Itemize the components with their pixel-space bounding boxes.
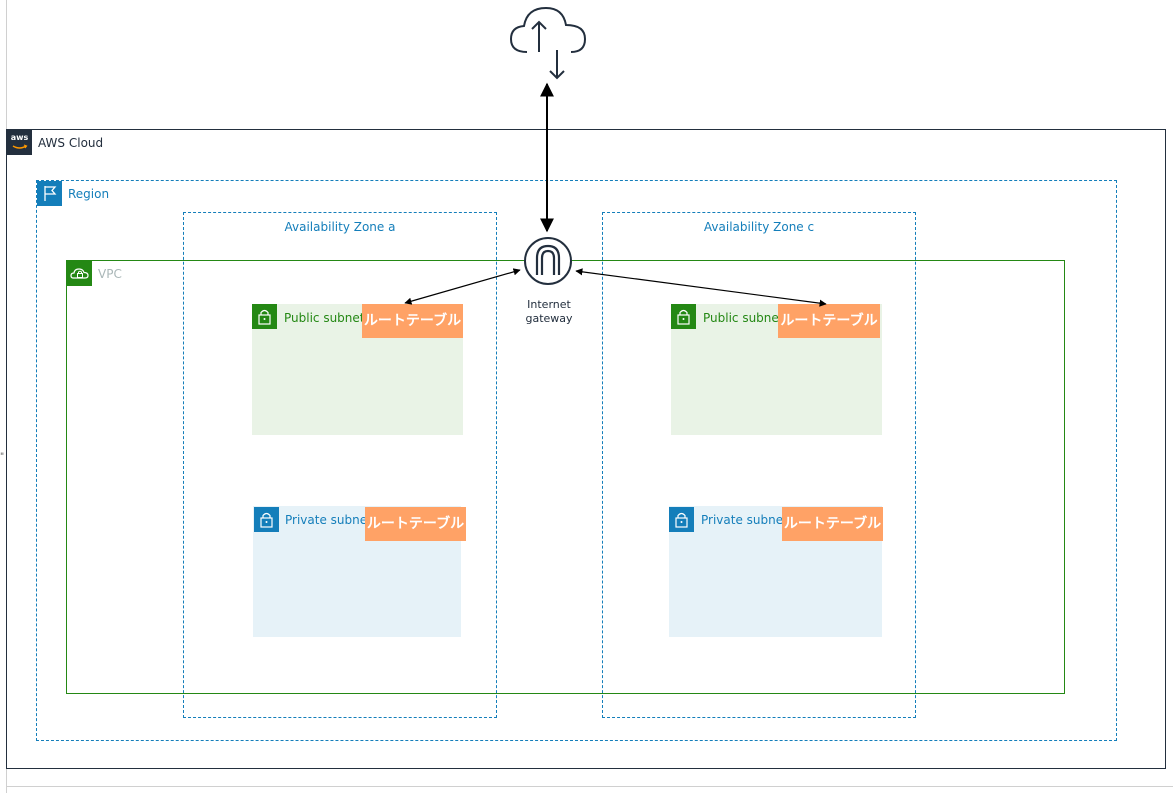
internet-gateway-icon bbox=[524, 237, 572, 285]
availability-zone-a[interactable] bbox=[183, 212, 497, 718]
aws-cloud-label: AWS Cloud bbox=[38, 136, 104, 150]
padlock-icon bbox=[254, 507, 279, 532]
edge-mark: " bbox=[0, 452, 5, 462]
region-group[interactable] bbox=[36, 180, 1117, 741]
public-subnet-a-label: Public subnet bbox=[284, 311, 365, 325]
aws-cloud-group[interactable] bbox=[6, 129, 1166, 769]
gateway-public-a-arrow bbox=[404, 268, 521, 305]
padlock-icon bbox=[671, 304, 696, 329]
private-subnet-c-label: Private subnet bbox=[701, 513, 788, 527]
aws-logo-text: aws bbox=[10, 133, 29, 142]
availability-zone-a-label: Availability Zone a bbox=[284, 220, 396, 234]
route-table-private-c[interactable]: ルートテーブル bbox=[782, 507, 883, 541]
region-label: Region bbox=[68, 187, 110, 201]
padlock-glyph bbox=[677, 309, 690, 325]
gateway-public-c-arrow bbox=[575, 268, 827, 307]
availability-zone-c[interactable] bbox=[602, 212, 916, 718]
padlock-glyph bbox=[675, 512, 688, 528]
cloud-upload-download-icon bbox=[509, 6, 587, 80]
route-table-public-a[interactable]: ルートテーブル bbox=[362, 304, 463, 338]
padlock-icon bbox=[252, 304, 277, 329]
vpc-cloud-lock-icon bbox=[67, 261, 92, 286]
flag-glyph bbox=[44, 186, 57, 201]
flag-icon bbox=[37, 181, 62, 206]
private-subnet-a-label: Private subnet bbox=[285, 513, 372, 527]
vpc-label: VPC bbox=[98, 267, 122, 281]
vpc-glyph bbox=[70, 268, 89, 279]
route-table-public-c[interactable]: ルートテーブル bbox=[778, 304, 880, 338]
bottom-edge-rule bbox=[6, 786, 1173, 787]
padlock-glyph bbox=[260, 512, 273, 528]
padlock-glyph bbox=[258, 309, 271, 325]
internet-gateway-label: Internet gateway bbox=[525, 298, 573, 325]
aws-smile-icon bbox=[12, 144, 28, 149]
availability-zone-c-label: Availability Zone c bbox=[703, 220, 815, 234]
public-subnet-c-label: Public subnet bbox=[703, 311, 784, 325]
aws-logo-icon: aws bbox=[7, 130, 32, 155]
padlock-icon bbox=[669, 507, 694, 532]
route-table-private-a[interactable]: ルートテーブル bbox=[365, 507, 466, 541]
